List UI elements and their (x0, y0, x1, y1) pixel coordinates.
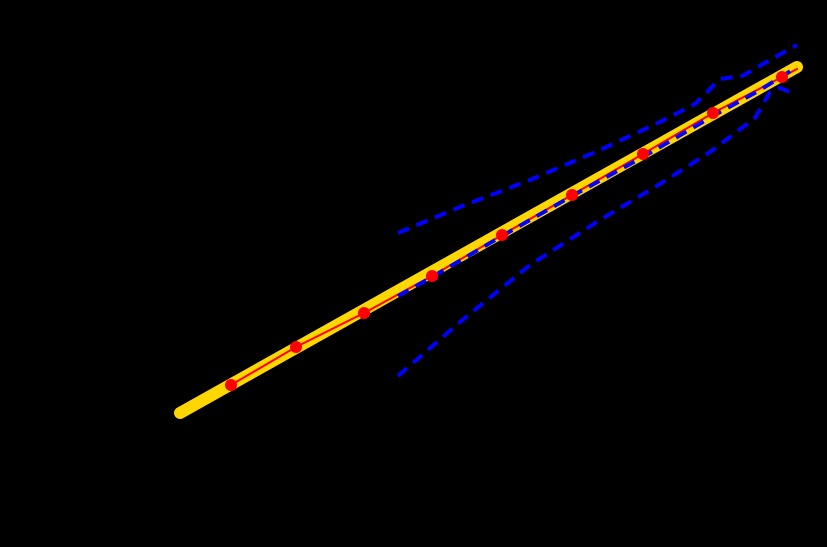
data-point-marker (637, 148, 649, 160)
series-layer (174, 43, 803, 419)
data-point-marker (496, 229, 508, 241)
data-point-marker (426, 270, 438, 282)
data-point-marker (358, 307, 370, 319)
data-point-marker (566, 189, 578, 201)
series-fit-center (397, 65, 799, 298)
data-point-marker (290, 341, 302, 353)
series-fit-lower-bound (396, 86, 791, 378)
series-fit-upper-bound (397, 43, 798, 235)
data-point-marker (707, 107, 719, 119)
data-point-marker (225, 379, 237, 391)
data-point-marker (776, 71, 788, 83)
